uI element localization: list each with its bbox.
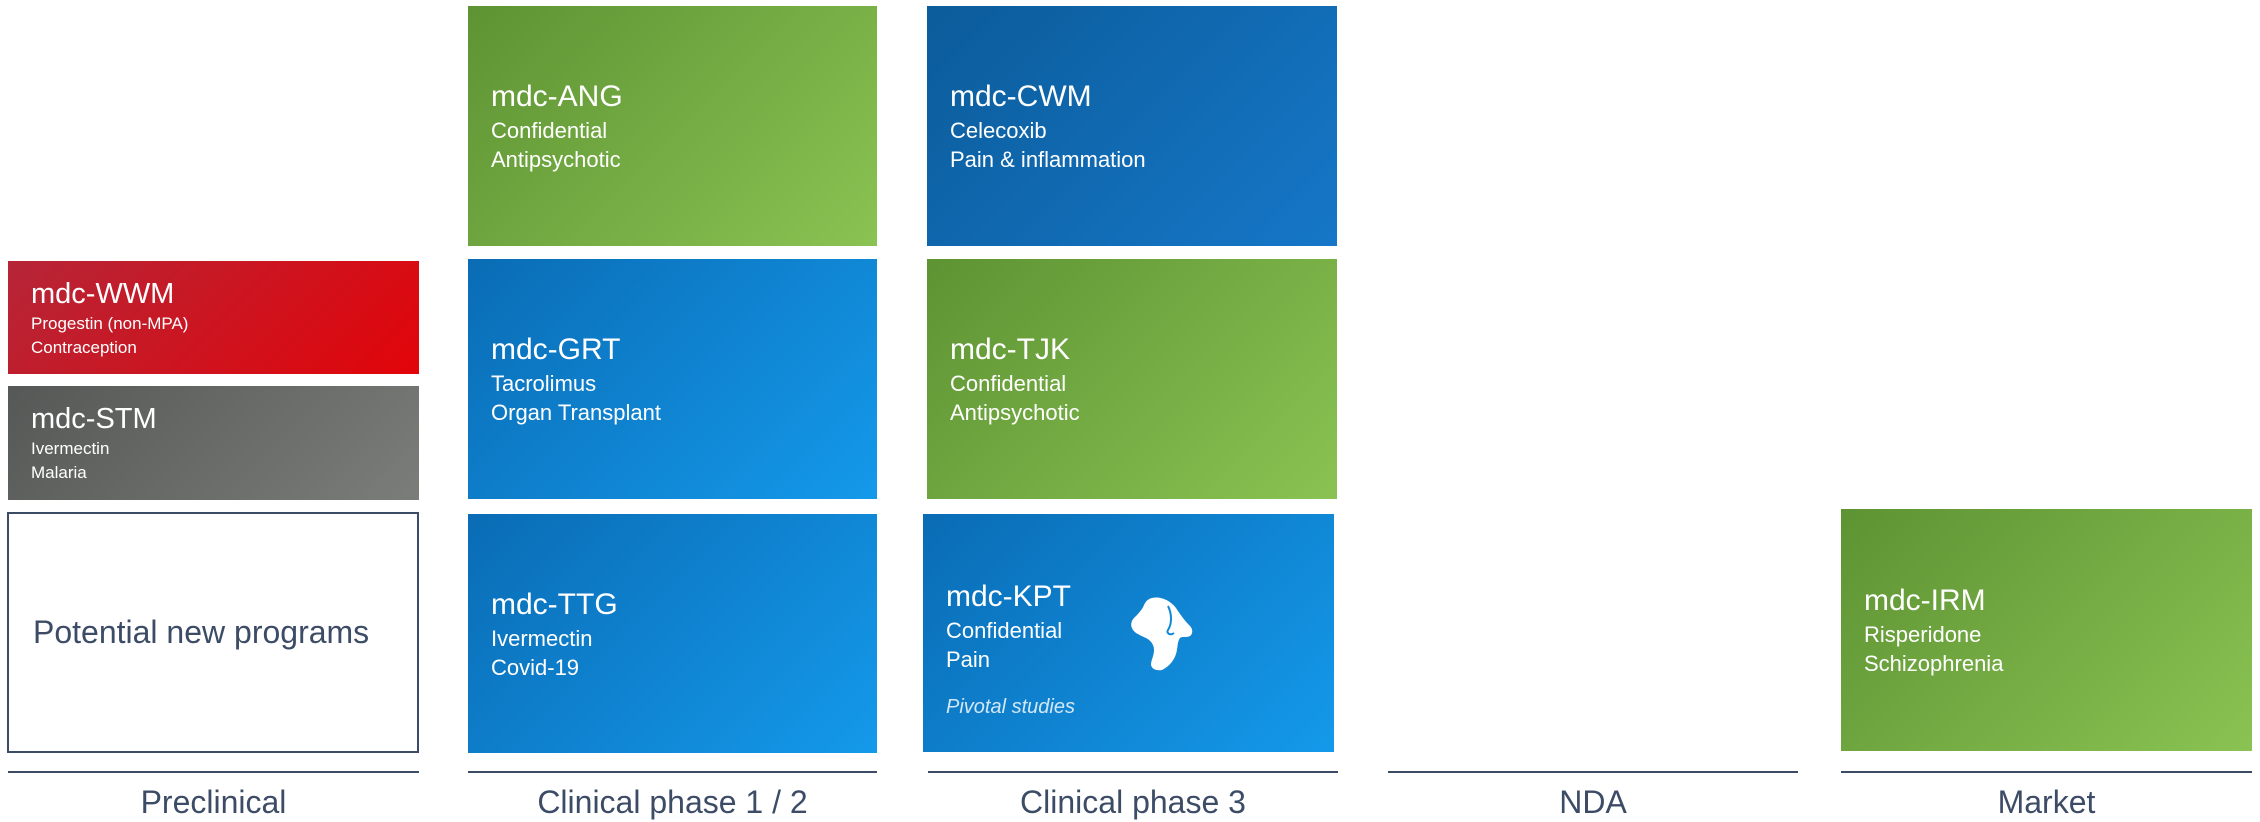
program-name: mdc-TJK [950, 333, 1070, 366]
stage-divider-preclinical [8, 771, 419, 773]
program-indication: Contraception [31, 337, 137, 357]
program-card-grt: mdc-GRT Tacrolimus Organ Transplant [468, 259, 877, 499]
program-name: mdc-IRM [1864, 584, 1986, 617]
stage-divider-phase-3 [928, 771, 1338, 773]
potential-new-programs-label: Potential new programs [33, 614, 370, 650]
program-card-stm: mdc-STM Ivermectin Malaria [8, 386, 419, 500]
stage-label-preclinical: Preclinical [140, 784, 287, 820]
program-indication: Pain [946, 646, 991, 672]
program-card-wwm: mdc-WWM Progestin (non-MPA) Contraceptio… [8, 261, 419, 374]
program-card-cwm: mdc-CWM Celecoxib Pain & inflammation [927, 6, 1337, 246]
stage-label-market: Market [1997, 784, 2096, 820]
program-card-ttg: mdc-TTG Ivermectin Covid-19 [468, 514, 877, 753]
program-card-irm: mdc-IRM Risperidone Schizophrenia [1841, 509, 2252, 751]
program-name: mdc-CWM [950, 80, 1092, 113]
program-compound: Confidential [950, 371, 1067, 396]
program-compound: Celecoxib [950, 118, 1047, 143]
program-indication: Antipsychotic [491, 147, 621, 172]
stage-divider-nda [1388, 771, 1798, 773]
program-compound: Risperidone [1864, 622, 1982, 647]
program-indication: Schizophrenia [1864, 651, 2004, 676]
program-name: mdc-KPT [946, 579, 1072, 613]
program-card-kpt: mdc-KPT Confidential Pain Pivotal studie… [923, 514, 1334, 752]
program-compound: Tacrolimus [491, 371, 597, 396]
program-indication: Pain & inflammation [950, 147, 1146, 172]
program-compound: Confidential [946, 617, 1063, 643]
program-card-tjk: mdc-TJK Confidential Antipsychotic [927, 259, 1337, 499]
stage-label-phase-1-2: Clinical phase 1 / 2 [537, 784, 808, 820]
program-indication: Organ Transplant [491, 400, 661, 425]
dog-icon [1131, 597, 1193, 671]
program-indication: Covid-19 [491, 654, 580, 680]
program-compound: Progestin (non-MPA) [31, 313, 189, 333]
potential-new-programs-box: Potential new programs [7, 512, 419, 753]
program-indication: Antipsychotic [950, 400, 1080, 425]
program-name: mdc-WWM [31, 277, 175, 310]
program-compound: Ivermectin [491, 625, 593, 651]
program-name: mdc-GRT [491, 333, 621, 366]
program-note: Pivotal studies [946, 695, 1075, 718]
stage-divider-market [1841, 771, 2252, 773]
stage-label-phase-3: Clinical phase 3 [1020, 784, 1246, 820]
program-card-ang: mdc-ANG Confidential Antipsychotic [468, 6, 877, 246]
program-indication: Malaria [31, 463, 87, 482]
program-name: mdc-TTG [491, 587, 618, 621]
program-name: mdc-ANG [491, 80, 623, 113]
stage-label-nda: NDA [1559, 784, 1627, 820]
program-name: mdc-STM [31, 403, 157, 435]
stage-divider-phase-1-2 [468, 771, 877, 773]
program-compound: Ivermectin [31, 439, 110, 458]
program-compound: Confidential [491, 118, 608, 143]
